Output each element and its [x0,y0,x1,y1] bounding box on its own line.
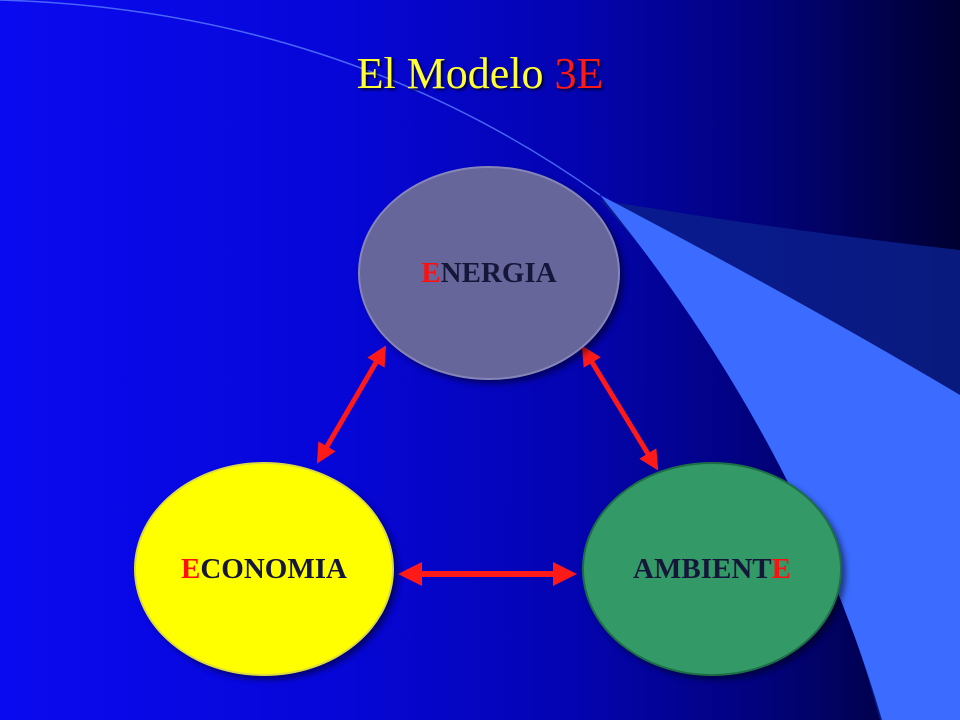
node-ambiente-final: E [771,552,791,585]
node-ambiente: AMBIENTE [582,462,842,676]
node-energia-label: ENERGIA [421,257,556,290]
decorative-wave-light [600,195,960,720]
node-economia-rest: CONOMIA [200,552,347,585]
node-ambiente-lead: AMBIENT [633,552,772,585]
title-accent: 3E [554,49,604,98]
node-energia: ENERGIA [358,166,620,380]
node-economia: ECONOMIA [134,462,394,676]
node-energia-rest: NERGIA [440,256,557,289]
decorative-swoosh-line [0,0,601,196]
arrow-energia-ambiente [581,345,659,471]
node-economia-initial: E [181,552,201,585]
slide-title: El Modelo 3E [0,48,960,99]
arrow-energia-economia [316,345,387,464]
node-economia-label: ECONOMIA [181,553,347,586]
title-text: El Modelo [356,49,555,98]
node-energia-initial: E [421,256,441,289]
node-ambiente-label: AMBIENTE [633,553,791,586]
